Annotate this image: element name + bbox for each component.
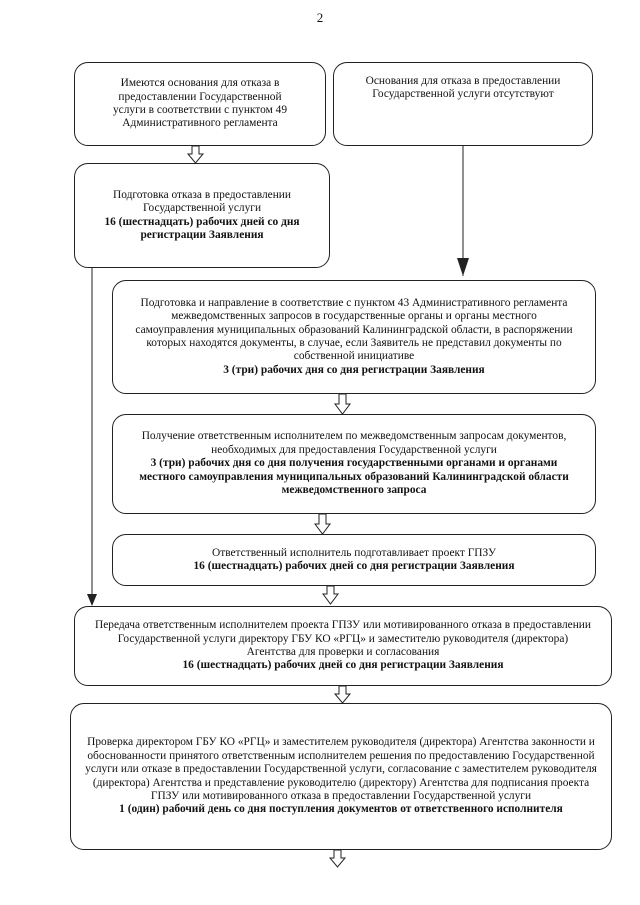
box-prepare-project-text: Ответственный исполнитель подготавливает… [211, 546, 497, 559]
page-number: 2 [316, 10, 324, 25]
box-no-refusal-grounds-text: Основания для отказа в предоставлении Го… [365, 75, 561, 101]
hollow-arrow-6 [328, 849, 347, 868]
line-arrow-refusal [87, 268, 97, 606]
box-interagency-requests: Подготовка и направление в соответствие … [112, 280, 596, 394]
hollow-arrow-3 [314, 513, 331, 535]
box-transfer-for-approval-term: 16 (шестнадцать) рабочих дней со дня рег… [182, 659, 504, 672]
line-arrow-no-refusal [457, 146, 469, 276]
hollow-arrow-2 [334, 393, 351, 415]
box-transfer-for-approval-text: Передача ответственным исполнителем прое… [95, 619, 591, 658]
box-interagency-requests-text: Подготовка и направление в соответствие … [135, 296, 573, 363]
box-interagency-requests-term: 3 (три) рабочих дня со дня регистрации З… [223, 363, 485, 376]
box-verification-text: Проверка директором ГБУ КО «РГЦ» и замес… [85, 736, 597, 802]
box-prepare-project-term: 16 (шестнадцать) рабочих дней со дня рег… [193, 560, 515, 572]
box-prepare-project: Ответственный исполнитель подготавливает… [112, 534, 596, 586]
box-prepare-refusal: Подготовка отказа в предоставлении Госуд… [74, 163, 330, 268]
box-receive-responses-term: 3 (три) рабочих дня со дня получения гос… [139, 457, 569, 497]
hollow-arrow-1 [186, 145, 205, 164]
hollow-arrow-5 [333, 685, 352, 704]
box-no-refusal-grounds: Основания для отказа в предоставлении Го… [333, 62, 593, 146]
box-transfer-for-approval: Передача ответственным исполнителем прое… [74, 606, 612, 686]
box-receive-responses-text: Получение ответственным исполнителем по … [141, 430, 567, 456]
box-receive-responses: Получение ответственным исполнителем по … [112, 414, 596, 514]
box-refusal-grounds-text: Имеются основания для отказа в предостав… [112, 77, 288, 130]
box-verification-term: 1 (один) рабочий день со дня поступления… [119, 803, 563, 816]
box-verification: Проверка директором ГБУ КО «РГЦ» и замес… [70, 703, 612, 850]
box-prepare-refusal-term: 16 (шестнадцать) рабочих дней со дня рег… [104, 215, 300, 241]
box-refusal-grounds: Имеются основания для отказа в предостав… [74, 62, 326, 146]
box-prepare-refusal-text: Подготовка отказа в предоставлении Госуд… [112, 188, 291, 215]
hollow-arrow-4 [322, 585, 339, 605]
